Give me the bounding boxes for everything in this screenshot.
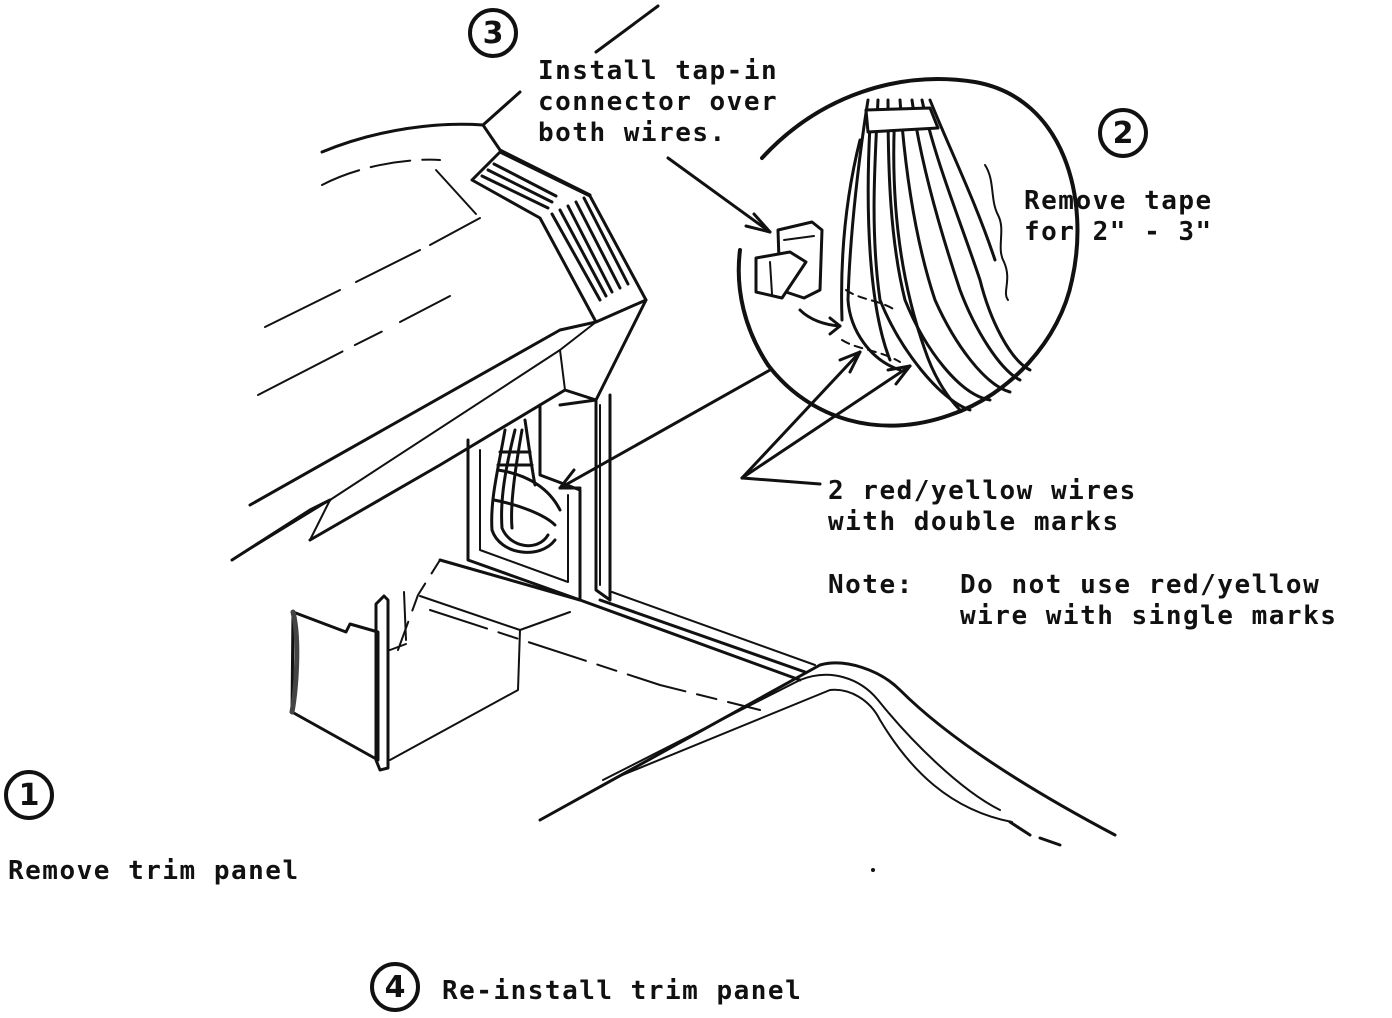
step-3-badge: 3 xyxy=(468,8,518,58)
wires-callout: 2 red/yellow wires with double marks xyxy=(828,476,1137,537)
leader-lines xyxy=(558,156,912,490)
step-1-label: Remove trim panel xyxy=(8,856,300,886)
note-prefix: Note: xyxy=(828,570,914,600)
magnified-detail xyxy=(736,77,1080,428)
step-2-label: Remove tape for 2" - 3" xyxy=(1024,186,1213,247)
note-text: Do not use red/yellow wire with single m… xyxy=(960,570,1338,631)
step-3-label: Install tap-in connector over both wires… xyxy=(538,56,779,148)
step-1-badge: 1 xyxy=(4,770,54,820)
step-4-badge: 4 xyxy=(370,962,420,1012)
step-4-label: Re-install trim panel xyxy=(442,976,803,1006)
step-2-badge: 2 xyxy=(1098,108,1148,158)
dashboard-drawing xyxy=(230,4,1117,872)
